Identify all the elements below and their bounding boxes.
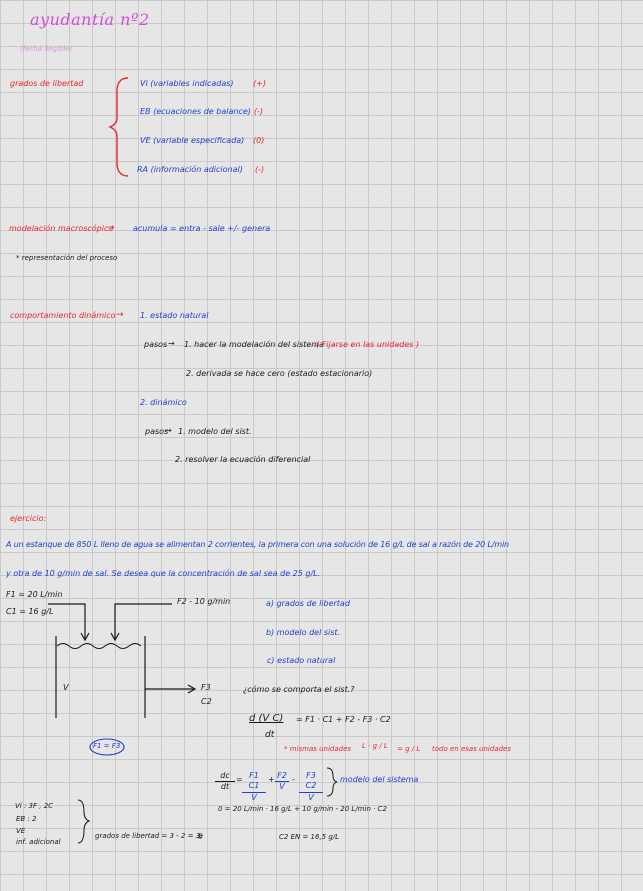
modelacion-formula: acumula = entra - sale +/- genera [133,224,271,233]
eq2-term3: F3 C2 V [299,771,323,803]
pasos-arrow-icon: → [168,339,175,348]
dof-row-eb: EB : 2 [16,815,37,823]
question-comportamiento: ¿cómo se comporta el sist.? [243,685,355,694]
page-title: ayudantía nº2 [30,10,150,29]
dof-row-ve: VE [16,827,26,835]
f3-label: F3 [201,683,211,692]
estado-natural: 1. estado natural [140,311,209,320]
dof-result: grados de libertad = 3 - 2 = 3 [95,832,201,840]
eq2-term1: F1 C1 V [242,771,266,803]
dinamico-paso-1: 1. modelo del sist. [178,427,252,436]
ejercicio-label: ejercicio: [10,514,47,523]
units-note-2: todo en esas unidades [432,745,512,753]
units-fraction: L · g / L [362,742,388,750]
units-note: * mismas unidades [284,745,352,753]
eq3: 0 = 20 L/min · 16 g/L + 10 g/min - 20 L/… [218,805,387,813]
grados-item-ra: RA (información adicional) [137,165,243,174]
question-b: b) modelo del sist. [266,628,341,637]
grados-label: grados de libertad [10,79,84,88]
eq1-denominator: dt [265,730,275,740]
f1-label: F1 = 20 L/min [6,590,63,599]
flows-equal-note: F1 = F3 [93,742,121,750]
grados-item-vi-value: (+) [253,79,266,88]
eq2-lhs-num: dc [215,771,235,783]
c2-label: C2 [201,697,212,706]
modelacion-arrow-icon: → [107,223,115,233]
comportamiento-arrow-icon: → [116,310,124,320]
c1-label: C1 = 16 g/L [6,607,54,616]
grados-item-ve-value: (0) [253,136,265,145]
model-label: modelo del sistema [340,775,419,784]
eq2-term1-den: V [251,792,257,802]
grados-item-eb-value: (-) [254,107,264,116]
eq2-term2-den: V [279,782,285,792]
eq2-minus: - [292,775,295,784]
volume-label: V [63,683,69,692]
units-equals: = g / L [397,745,421,753]
eq2-term2: F2 V [275,771,289,793]
grados-item-ve: VE (variable especificada) [140,136,245,145]
eq2-plus: + [268,775,275,784]
eq2-lhs: dc dt [215,771,235,793]
pasos-label: pasos [144,340,168,349]
eq2-term3-num: F3 C2 [299,771,323,793]
f2-label: F2 - 10 g/min [177,597,231,606]
eq2-lhs-den: dt [220,782,230,792]
comportamiento-label: comportamiento dinámico [10,311,116,320]
eq1-numerator: d (V C) [249,713,284,724]
paso-1: 1. hacer la modelación del sistema [184,340,324,349]
ejercicio-enunciado-2: y otra de 10 g/min de sal. Se desea que … [6,569,321,578]
modelacion-label: modelación macroscópica [9,224,114,233]
eq2-term2-num: F2 [275,771,289,783]
dinamico-paso-2: 2. resolver la ecuación diferencial [175,455,311,464]
grados-item-ra-value: (-) [255,165,265,174]
modelacion-note: * representación del proceso [16,254,118,262]
paso-1-note: ( Fijarse en las unidades ) [316,340,420,349]
page-subtitle: (fecha ilegible) [20,45,73,53]
dof-row-vi: Vi : 3F , 2C [15,802,54,810]
question-a: a) grados de libertad [266,599,350,608]
question-c: c) estado natural [267,656,336,665]
eq2-equals: = [236,775,243,784]
pasos2-label: pasos [145,427,169,436]
hash-mark: # [197,832,204,841]
result: C2 EN = 16,5 g/L [279,833,340,841]
paso-2: 2. derivada se hace cero (estado estacio… [186,369,373,378]
eq2-term1-num: F1 C1 [242,771,266,793]
dinamico-label: 2. dinámico [140,398,187,407]
grados-item-eb: EB (ecuaciones de balance) [140,107,251,116]
dof-row-ra: inf. adicional [16,838,61,846]
eq2-term3-den: V [308,792,314,802]
eq1-right: = F1 · C1 + F2 - F3 · C2 [296,715,391,724]
pasos2-arrow-icon: → [165,426,172,435]
ejercicio-enunciado-1: A un estanque de 850 L lleno de agua se … [6,540,509,549]
grados-item-vi: Vi (variables indicadas) [140,79,234,88]
